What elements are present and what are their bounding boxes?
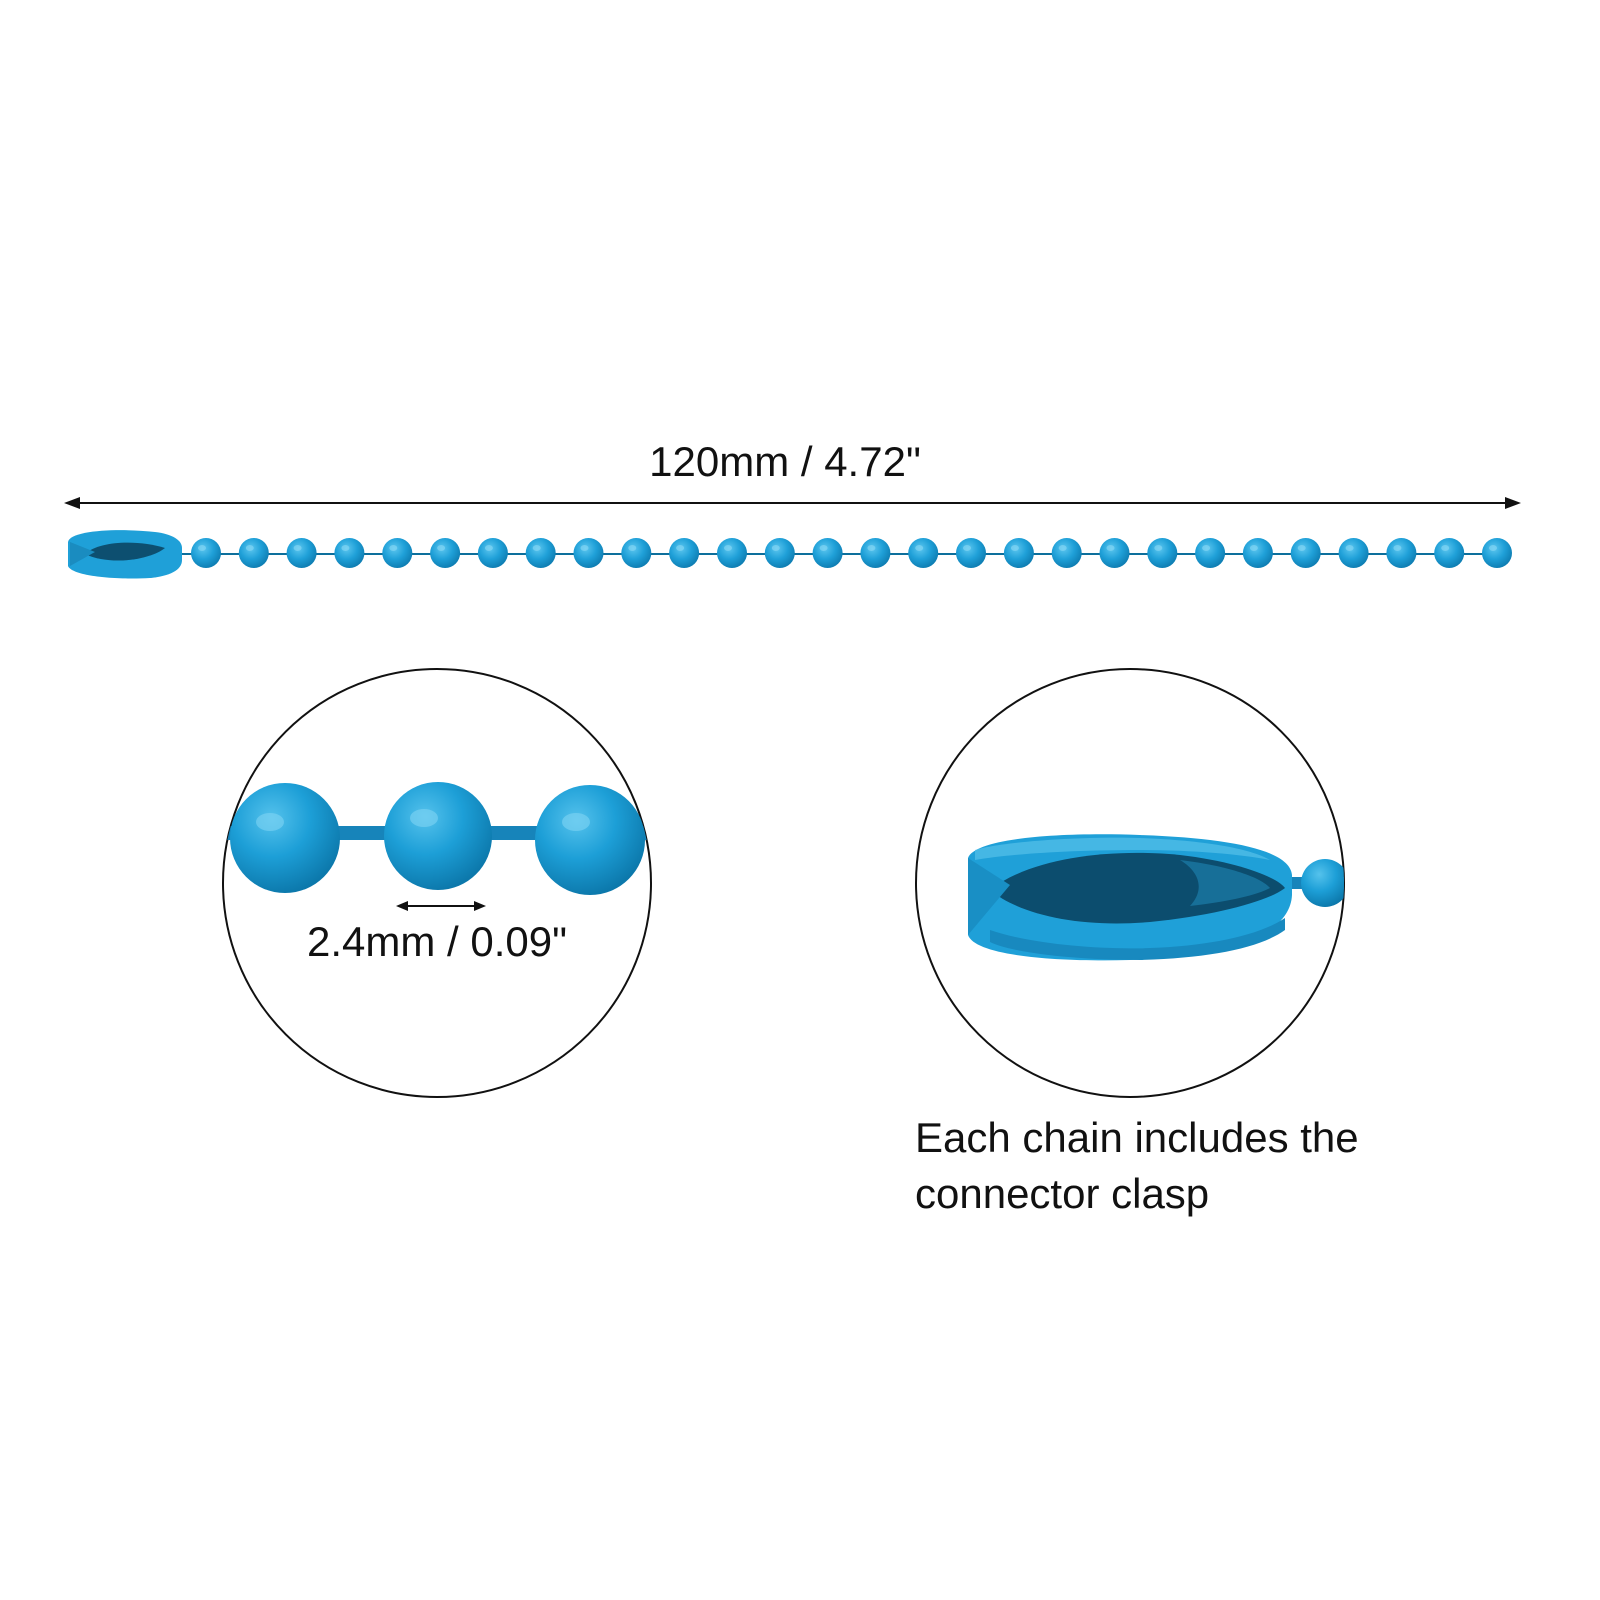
chain-ball [1434, 538, 1465, 568]
ball-chain [68, 530, 1512, 579]
chain-ball-highlight [293, 545, 302, 551]
chain-ball-highlight [771, 545, 780, 551]
chain-ball-highlight [963, 545, 971, 551]
chain-ball-highlight [580, 545, 589, 551]
chain-ball [573, 538, 604, 568]
chain-ball [717, 538, 747, 568]
ball-diameter-arrow [396, 901, 486, 911]
chain-ball-highlight [1345, 545, 1354, 551]
chain-ball-highlight [1297, 545, 1306, 551]
length-dimension-arrow [64, 497, 1521, 509]
chain-ball-highlight [437, 545, 446, 551]
chain-ball-highlight [198, 545, 206, 551]
chain-ball [191, 538, 221, 568]
chain-ball-highlight [1154, 545, 1163, 551]
chain-ball-highlight [1106, 545, 1115, 551]
chain-ball [1482, 538, 1512, 568]
chain-ball [908, 538, 939, 568]
chain-ball [1003, 538, 1034, 568]
chain-ball-highlight [819, 545, 828, 551]
chain-ball [764, 538, 795, 568]
chain-ball-highlight [341, 545, 350, 551]
chain-ball [238, 538, 269, 568]
chain-ball-highlight [867, 545, 876, 551]
chain-ball [286, 538, 317, 568]
chain-ball [430, 538, 461, 568]
chain-ball-highlight [1489, 545, 1497, 551]
chain-ball [860, 538, 891, 568]
chain-balls [191, 538, 1512, 568]
chain-ball [1386, 538, 1417, 568]
chain-ball-highlight [1441, 545, 1450, 551]
chain-ball-highlight [676, 545, 685, 551]
chain-ball [1051, 538, 1082, 568]
chain-ball-highlight [1393, 545, 1402, 551]
chain-ball-highlight [484, 545, 493, 551]
chain-ball-highlight [1202, 545, 1211, 551]
ball-closeup [222, 668, 652, 1098]
ball-diameter-label: 2.4mm / 0.09" [306, 918, 568, 965]
chain-ball [1099, 538, 1130, 568]
chain-ball-highlight [1249, 545, 1258, 551]
chain-ball [1242, 538, 1273, 568]
clasp-closeup [915, 668, 1345, 1098]
chain-end-clasp [68, 530, 182, 579]
chain-ball-highlight [628, 545, 637, 551]
chain-ball-highlight [389, 545, 398, 551]
chain-ball [1147, 538, 1178, 568]
chain-ball [1338, 538, 1369, 568]
chain-ball [334, 538, 365, 568]
ball-chain-closeup-icon [223, 782, 651, 895]
chain-ball [621, 538, 652, 568]
chain-ball [382, 538, 413, 568]
chain-ball [669, 538, 700, 568]
connector-clasp-closeup-icon [968, 834, 1344, 961]
chain-ball-highlight [915, 545, 924, 551]
chain-ball-highlight [532, 545, 541, 551]
clasp-caption: Each chain includes the connector clasp [915, 1114, 1359, 1217]
chain-ball [1195, 538, 1226, 568]
chain-ball [477, 538, 508, 568]
chain-ball [1290, 538, 1321, 568]
chain-ball-highlight [245, 545, 254, 551]
chain-ball [812, 538, 843, 568]
chain-ball [525, 538, 556, 568]
chain-ball-highlight [724, 545, 732, 551]
chain-ball-highlight [1010, 545, 1019, 551]
chain-ball [956, 538, 986, 568]
chain-ball-highlight [1058, 545, 1067, 551]
length-dimension-label: 120mm / 4.72" [649, 438, 921, 485]
